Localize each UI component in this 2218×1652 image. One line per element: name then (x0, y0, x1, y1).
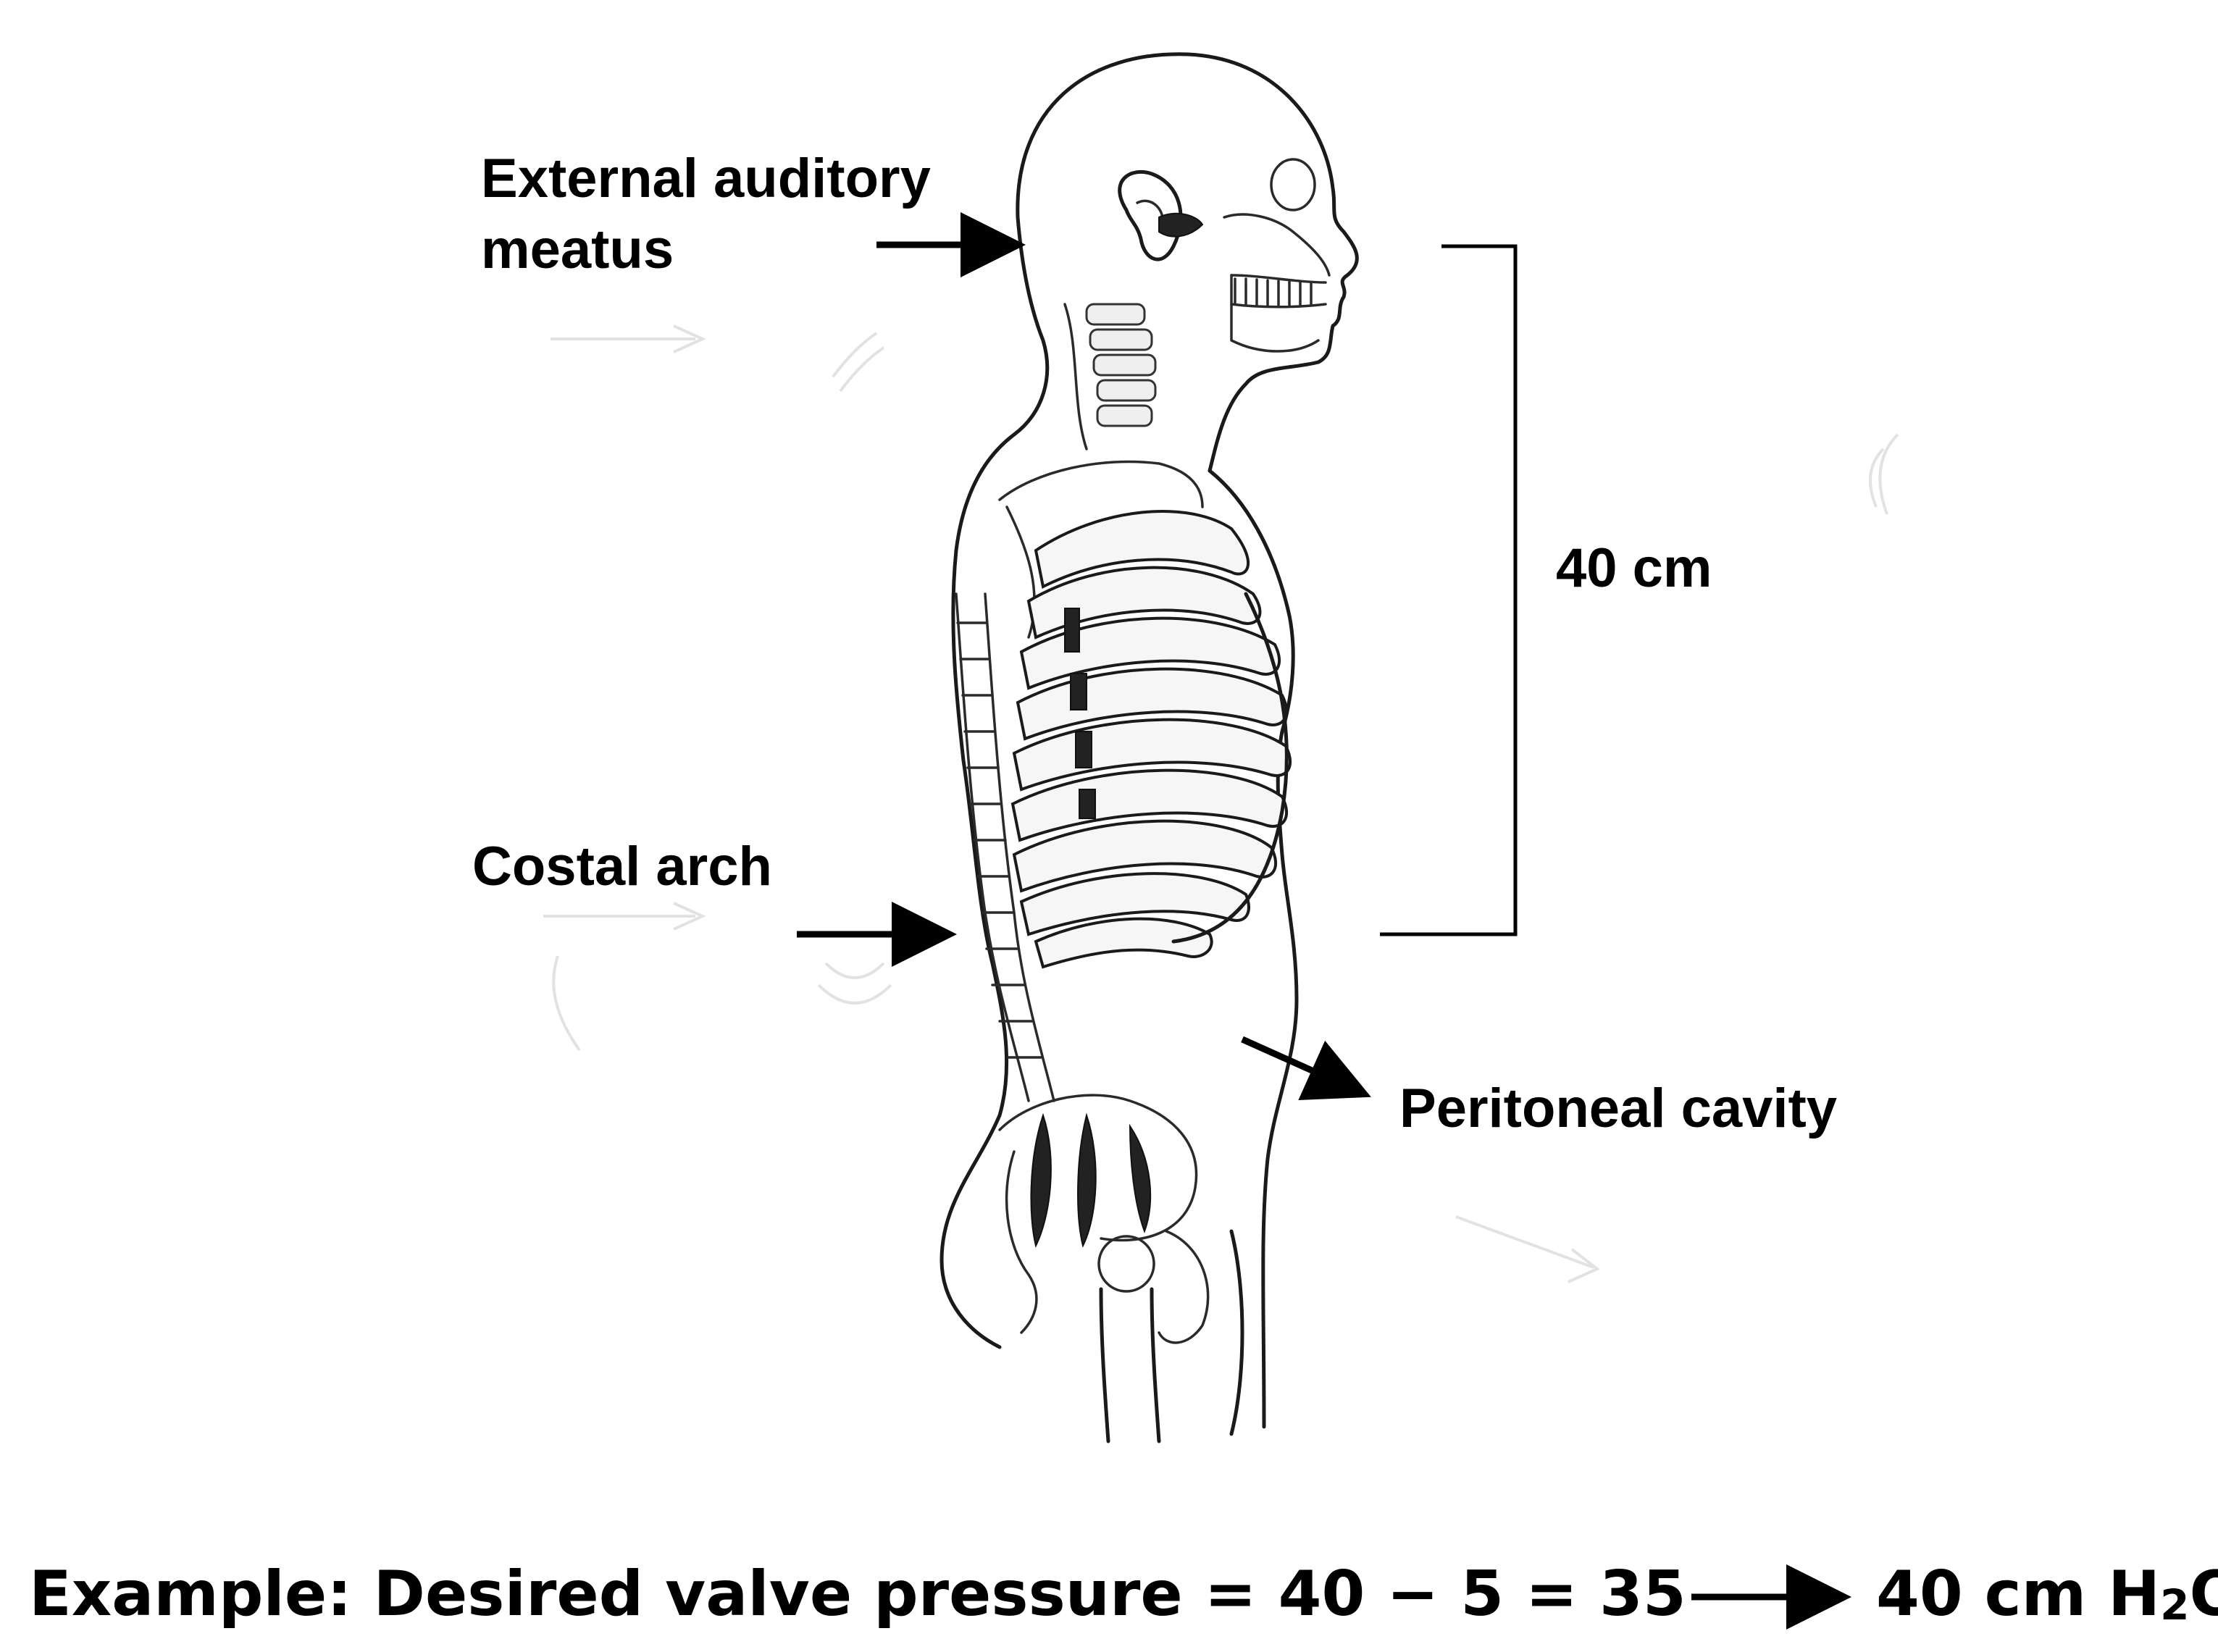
back-outline (939, 215, 1050, 1349)
peritoneal-cavity-label: Peritoneal cavity (1399, 1078, 1837, 1139)
head-outline (1016, 52, 1359, 473)
distance-label: 40 cm (1556, 537, 1712, 599)
front-outline (1208, 469, 1299, 1429)
femur (1097, 1230, 1210, 1443)
faint-background-marks (543, 324, 1899, 1283)
rib-cage (1010, 510, 1292, 969)
formula-result: 40 cm H2O (1876, 1558, 2218, 1630)
thoracic-lumbar-spine (955, 592, 1055, 1102)
peritoneal-arrow (1241, 1036, 1371, 1100)
body-illustration (939, 52, 1359, 1443)
pelvis (998, 1094, 1198, 1334)
cervical-spine (1063, 303, 1157, 450)
teeth (1234, 277, 1313, 308)
ear-label: External auditory meatus (481, 148, 946, 280)
distance-bracket (1380, 244, 1518, 936)
skull (1118, 158, 1331, 353)
costal-arch-label: Costal arch (472, 836, 772, 897)
formula-text: Example: Desired valve pressure = 40 − 5… (29, 1558, 1686, 1630)
